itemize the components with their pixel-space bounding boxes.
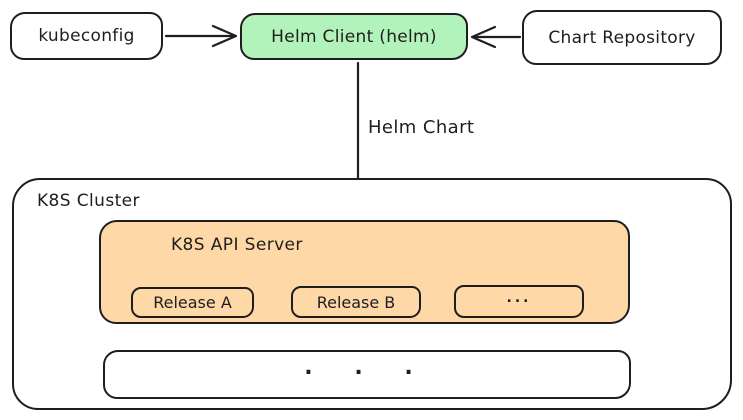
- node-helm-client-label: Helm Client (helm): [271, 26, 437, 47]
- node-k8s-api-server-label: K8S API Server: [171, 235, 303, 255]
- node-k8s-cluster: K8S Cluster K8S API Server Release A Rel…: [12, 178, 732, 410]
- node-release-b-label: Release B: [316, 292, 396, 312]
- node-release-b: Release B: [291, 286, 421, 318]
- node-cluster-ellipsis-label: . . .: [304, 355, 430, 380]
- arrow-chart-repository-to-helm-client: [470, 25, 522, 49]
- node-cluster-ellipsis: . . .: [103, 350, 631, 399]
- node-chart-repository-label: Chart Repository: [548, 27, 696, 48]
- node-kubeconfig-label: kubeconfig: [38, 26, 135, 46]
- edge-label-helm-chart: Helm Chart: [368, 117, 475, 138]
- arrow-kubeconfig-to-helm-client: [164, 24, 238, 48]
- node-release-ellipsis: ...: [454, 285, 584, 318]
- node-k8s-api-server: K8S API Server Release A Release B ...: [99, 220, 630, 324]
- node-kubeconfig: kubeconfig: [10, 12, 163, 60]
- node-release-ellipsis-label: ...: [506, 289, 532, 306]
- node-release-a: Release A: [131, 287, 254, 318]
- node-helm-client: Helm Client (helm): [240, 13, 468, 60]
- node-release-a-label: Release A: [153, 293, 232, 312]
- node-k8s-cluster-label: K8S Cluster: [37, 191, 140, 211]
- node-chart-repository: Chart Repository: [522, 10, 722, 65]
